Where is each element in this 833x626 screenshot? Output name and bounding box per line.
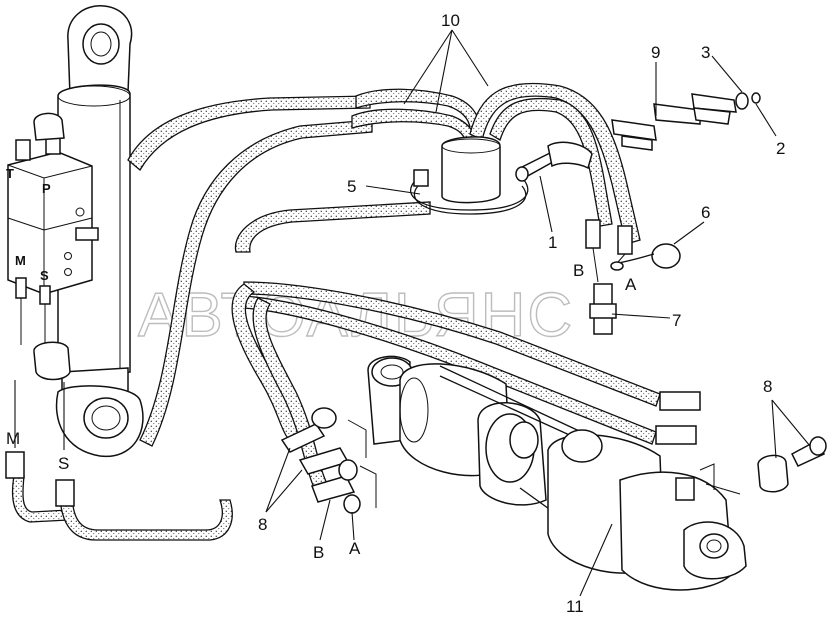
port-label-M-valve: M	[15, 253, 26, 268]
callout-6: 6	[701, 203, 710, 222]
callout-8-left: 8	[258, 515, 267, 534]
cylinder-supply-hoses	[231, 281, 701, 497]
callout-1: 1	[548, 233, 557, 252]
lower-elbow-fitting	[33, 341, 71, 381]
callout-7: 7	[672, 311, 681, 330]
port-label-A-right: A	[625, 275, 637, 294]
port-label-S-valve: S	[40, 268, 49, 283]
callout-5: 5	[347, 177, 356, 196]
port-label-A-bottom: A	[349, 539, 361, 558]
callout-3: 3	[701, 43, 710, 62]
port-label-P: P	[42, 181, 51, 196]
clamp-band-item-5	[410, 169, 529, 215]
callout-9: 9	[651, 43, 660, 62]
hose-bundle-item-10	[351, 82, 641, 245]
control-valve-block	[7, 112, 99, 345]
dust-cap-item-6	[610, 243, 681, 271]
port-label-T: T	[6, 166, 14, 181]
callout-2: 2	[776, 139, 785, 158]
clamp-brackets-item-9	[611, 92, 761, 151]
port-label-S-lower: S	[58, 454, 69, 473]
callout-leaders	[265, 29, 811, 597]
horizontal-hydraulic-cylinder	[367, 355, 747, 591]
port-label-B-bottom: B	[313, 543, 324, 562]
main-hose-routing	[127, 95, 431, 447]
fittings-item-8-right	[757, 436, 827, 493]
port-label-B-right: B	[573, 261, 584, 280]
callout-11: 11	[566, 597, 584, 616]
callout-8-right: 8	[763, 377, 772, 396]
lower-hose-pair	[5, 451, 233, 541]
bolt-item-1	[515, 141, 593, 182]
hose-end-fittings-right	[585, 219, 633, 335]
port-label-M-lower: M	[6, 429, 20, 448]
callout-10: 10	[441, 11, 460, 30]
